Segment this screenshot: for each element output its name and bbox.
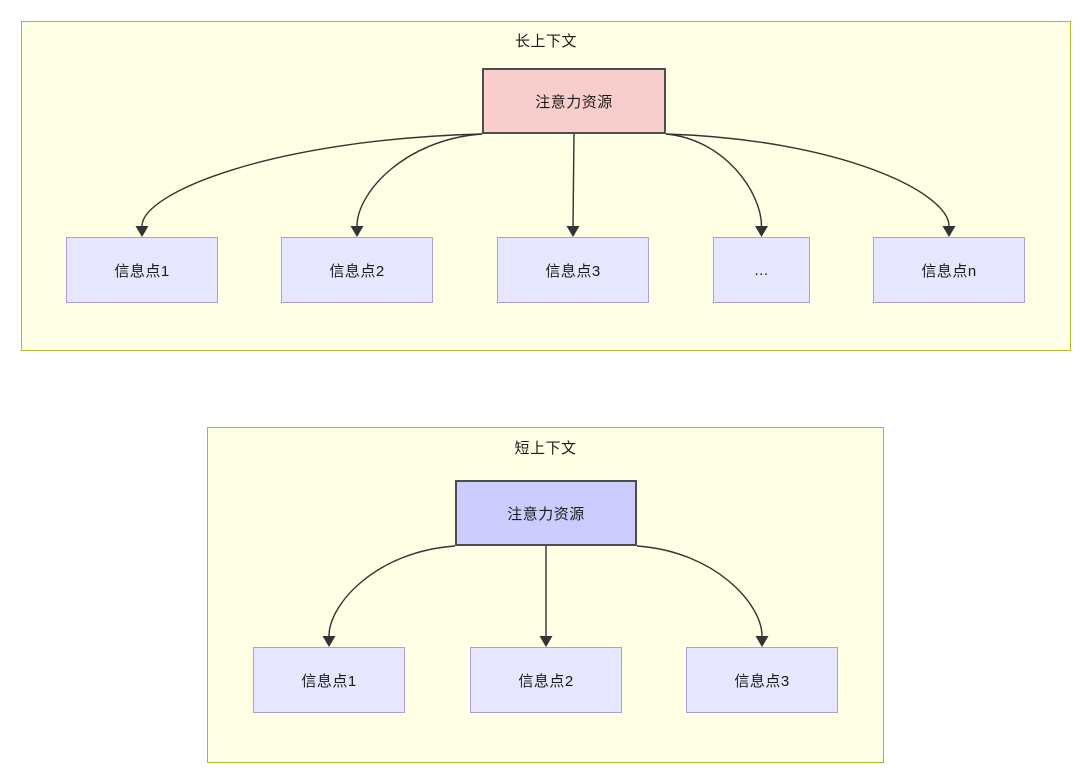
short-context-title: 短上下文	[514, 440, 577, 457]
info-point-node-2-long[interactable]: 信息点2	[281, 237, 433, 303]
info-point-node-1-long[interactable]: 信息点1	[66, 237, 218, 303]
info-point-node-3-short[interactable]: 信息点3	[686, 647, 838, 713]
info-point-node-1-short[interactable]: 信息点1	[253, 647, 405, 713]
info-point-node-n-long[interactable]: 信息点n	[873, 237, 1025, 303]
info-point-node-ellipsis-long[interactable]: ...	[713, 237, 810, 303]
attention-resource-node-short[interactable]: 注意力资源	[455, 480, 637, 546]
info-point-node-2-short[interactable]: 信息点2	[470, 647, 622, 713]
long-context-title: 长上下文	[514, 33, 577, 50]
info-point-node-3-long[interactable]: 信息点3	[497, 237, 649, 303]
attention-resource-node-long[interactable]: 注意力资源	[482, 68, 666, 134]
